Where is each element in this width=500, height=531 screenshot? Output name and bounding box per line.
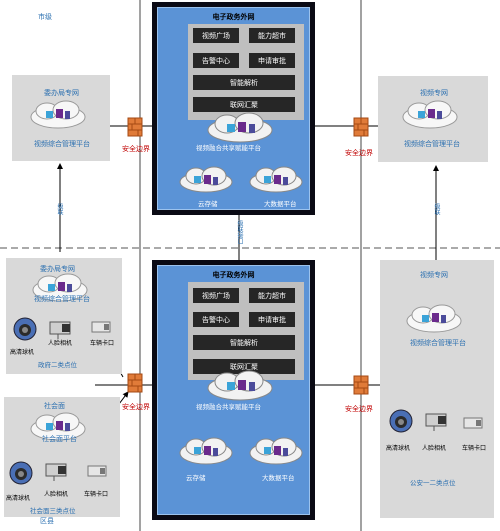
bottom-btn-video-square[interactable]: 视频广场 xyxy=(193,288,239,303)
bottom-left-a-dome-camera-icon xyxy=(13,317,37,341)
bottom-right-face-camera-icon xyxy=(425,413,447,431)
bottom-left-b-cloud-icon xyxy=(30,412,86,441)
top-btn-alert-center[interactable]: 告警中心 xyxy=(193,53,239,68)
bottom-right-cloud-icon xyxy=(406,304,462,333)
bottom-egov-title: 电子政务外网 xyxy=(212,271,255,279)
top-left-firewall-icon xyxy=(127,117,143,137)
bottom-left-b-net-label: 社会面 xyxy=(44,402,65,410)
bottom-right-vehicle-camera-icon xyxy=(463,417,483,429)
bottom-right-dome-camera-icon xyxy=(389,409,413,433)
bottom-left-a-vehicle-camera-icon xyxy=(91,321,111,333)
bottom-function-box: 视频广场 能力超市 告警中心 申请审批 智能解析 联网汇聚 xyxy=(188,282,304,380)
bottom-bigdata-label: 大数据平台 xyxy=(262,474,295,482)
bottom-right-footer: 公安一二类点位 xyxy=(410,479,456,487)
bottom-btn-network-converge[interactable]: 联网汇聚 xyxy=(193,359,295,374)
bottom-left-a-cam2-label: 人脸相机 xyxy=(48,340,73,347)
top-right-net-label: 视频专网 xyxy=(420,89,448,97)
top-left-border-label: 安全边界 xyxy=(122,145,150,153)
top-btn-network-converge[interactable]: 联网汇聚 xyxy=(193,97,295,112)
bottom-right-border-label: 安全边界 xyxy=(345,405,373,413)
bottom-storage-label: 云存储 xyxy=(186,474,206,482)
district-level-label: 区县 xyxy=(40,517,54,525)
top-btn-video-square[interactable]: 视频广场 xyxy=(193,28,239,43)
bottom-right-firewall-icon xyxy=(353,375,369,395)
top-right-platform-label: 视频综合管理平台 xyxy=(404,140,460,148)
bottom-right-net-label: 视频专网 xyxy=(420,271,448,279)
bottom-left-b-cam1-label: 高清球机 xyxy=(6,495,31,502)
bottom-left-b-cam2-label: 人脸相机 xyxy=(44,491,69,498)
top-storage-label: 云存储 xyxy=(198,200,218,208)
bottom-right-platform-label: 视频综合管理平台 xyxy=(410,339,466,347)
top-right-cloud-icon xyxy=(402,100,458,129)
bottom-right-cam1-label: 高清球机 xyxy=(386,445,411,452)
bottom-left-border-label: 安全边界 xyxy=(122,403,150,411)
bottom-left-a-cam3-label: 车辆卡口 xyxy=(90,340,115,347)
bottom-left-a-face-camera-icon xyxy=(49,321,71,339)
top-storage-cloud-icon xyxy=(179,166,233,193)
city-level-label: 市级 xyxy=(38,13,52,21)
cascade-label-left: 级联 xyxy=(56,203,63,215)
top-right-firewall-icon xyxy=(353,117,369,137)
bottom-left-a-net-label: 委办局专网 xyxy=(40,265,75,273)
bottom-left-b-vehicle-camera-icon xyxy=(87,465,107,477)
cascade-interface-label: 级联接口 xyxy=(236,220,243,244)
bottom-left-a-footer: 政府二类点位 xyxy=(38,361,77,369)
bottom-right-cam2-label: 人脸相机 xyxy=(422,445,447,452)
bottom-left-b-footer: 社会面三类点位 xyxy=(30,507,76,515)
top-function-box: 视频广场 能力超市 告警中心 申请审批 智能解析 联网汇聚 xyxy=(188,24,304,120)
bottom-platform-cloud-icon xyxy=(207,370,273,401)
top-bigdata-cloud-icon xyxy=(249,166,303,193)
top-btn-apply-approve[interactable]: 申请审批 xyxy=(249,53,295,68)
bottom-right-video-panel xyxy=(380,260,494,518)
top-platform-label: 视频融合共享赋能平台 xyxy=(196,144,261,152)
bottom-left-a-platform-label: 视频综合管理平台 xyxy=(34,295,90,303)
top-bigdata-label: 大数据平台 xyxy=(264,200,297,208)
bottom-right-cam3-label: 车辆卡口 xyxy=(462,445,487,452)
top-left-net-label: 委办局专网 xyxy=(44,89,79,97)
top-left-platform-label: 视频综合管理平台 xyxy=(34,140,90,148)
bottom-left-a-cam1-label: 高清球机 xyxy=(10,349,35,356)
bottom-bigdata-cloud-icon xyxy=(249,437,303,465)
top-egov-title: 电子政务外网 xyxy=(212,13,255,21)
bottom-left-b-platform-label: 社会面平台 xyxy=(42,435,77,443)
bottom-storage-cloud-icon xyxy=(179,437,233,465)
cascade-label-right: 级联 xyxy=(433,203,440,215)
top-platform-cloud-icon xyxy=(207,112,273,143)
bottom-btn-ability-market[interactable]: 能力超市 xyxy=(249,288,295,303)
bottom-left-a-cloud-icon xyxy=(32,273,88,302)
bottom-btn-alert-center[interactable]: 告警中心 xyxy=(193,312,239,327)
bottom-platform-label: 视频融合共享赋能平台 xyxy=(196,403,261,411)
top-left-cloud-icon xyxy=(30,100,86,129)
bottom-left-b-dome-camera-icon xyxy=(9,461,33,485)
bottom-btn-apply-approve[interactable]: 申请审批 xyxy=(249,312,295,327)
top-btn-ability-market[interactable]: 能力超市 xyxy=(249,28,295,43)
bottom-left-firewall-icon xyxy=(127,373,143,393)
top-btn-smart-parse[interactable]: 智能解析 xyxy=(193,75,295,90)
bottom-left-b-face-camera-icon xyxy=(45,463,67,481)
bottom-left-b-cam3-label: 车辆卡口 xyxy=(84,491,109,498)
top-right-border-label: 安全边界 xyxy=(345,149,373,157)
bottom-btn-smart-parse[interactable]: 智能解析 xyxy=(193,335,295,350)
